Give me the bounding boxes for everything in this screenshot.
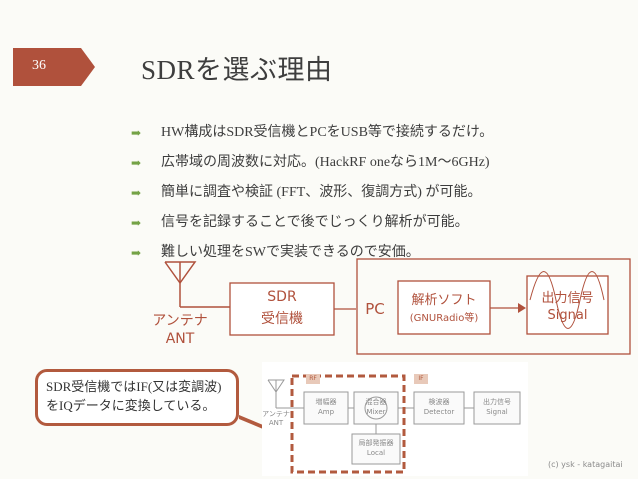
bullet-item: ➡簡単に調査や検証 (FFT、波形、復調方式) が可能。	[131, 178, 493, 208]
waveform-icon	[529, 271, 605, 329]
callout-box: SDR受信機ではIF(又は変調波) をIQデータに変換している。	[35, 369, 239, 426]
analysis-label: 解析ソフト	[411, 293, 477, 308]
bullet-item: ➡HW構成はSDR受信機とPCをUSB等で接続するだけ。	[131, 118, 493, 148]
callout-line-1: SDR受信機ではIF(又は変調波)	[46, 379, 222, 394]
rf-tag	[306, 374, 320, 384]
output-label: 出力信号	[541, 291, 594, 306]
slide-number-badge	[13, 48, 95, 86]
amp-label: 増幅器	[315, 398, 337, 406]
antenna-label: アンテナ	[152, 313, 208, 329]
bullet-item: ➡広帯域の周波数に対応。(HackRF oneなら1M〜6GHz)	[131, 148, 493, 178]
bullet-item: ➡難しい処理をSWで実装できるので安価。	[131, 238, 493, 268]
output-signal-label: Signal	[547, 308, 588, 323]
if-tag	[414, 374, 428, 384]
inset-antenna-en: ANT	[268, 419, 284, 427]
arrow-bullet-icon: ➡	[131, 216, 142, 230]
arrow-head-icon	[518, 303, 526, 313]
superhet-inset: RF IF アンテナ ANT 増幅器 Amp 混合器 Mixer 検波器 Det…	[262, 362, 528, 476]
arrow-bullet-icon: ➡	[131, 246, 142, 260]
local-osc-label: 局部発振器	[358, 439, 394, 447]
slide-title: SDRを選ぶ理由	[141, 55, 333, 85]
badge-shape	[13, 48, 95, 86]
detector-en-label: Detector	[423, 408, 455, 416]
mixer-label: 混合器	[365, 398, 387, 406]
slide-number: 36	[32, 58, 46, 73]
sdr-receiver-label: 受信機	[261, 311, 303, 327]
antenna-icon	[164, 261, 230, 308]
copyright: (c) ysk - katagaitai	[548, 460, 623, 469]
detector-label: 検波器	[428, 398, 450, 406]
bullet-list: ➡HW構成はSDR受信機とPCをUSB等で接続するだけ。 ➡広帯域の周波数に対応…	[131, 118, 493, 268]
antenna-label-en: ANT	[165, 331, 195, 347]
signal-label: 出力信号	[483, 398, 511, 406]
inset-diagram	[267, 374, 521, 474]
pc-label: PC	[365, 300, 385, 318]
output-box	[526, 275, 609, 335]
callout-line-2: をIQデータに変換している。	[46, 398, 216, 413]
arrow-bullet-icon: ➡	[131, 186, 142, 200]
pc-box	[356, 258, 631, 355]
sdr-scope-box	[290, 374, 406, 474]
rf-label: RF	[309, 375, 317, 382]
signal-en-label: Signal	[486, 408, 508, 416]
arrow-bullet-icon: ➡	[131, 126, 142, 140]
mixer-en-label: Mixer	[366, 408, 386, 416]
amp-en-label: Amp	[317, 408, 335, 416]
sdr-label: SDR	[267, 289, 297, 305]
analysis-box	[397, 280, 491, 335]
bullet-item: ➡信号を記録することで後でじっくり解析が可能。	[131, 208, 493, 238]
if-label: IF	[418, 375, 424, 382]
analysis-sub-label: (GNURadio等)	[409, 313, 479, 324]
local-osc-en-label: Local	[366, 449, 386, 457]
arrow-bullet-icon: ➡	[131, 156, 142, 170]
inset-antenna-label: アンテナ	[262, 410, 290, 418]
